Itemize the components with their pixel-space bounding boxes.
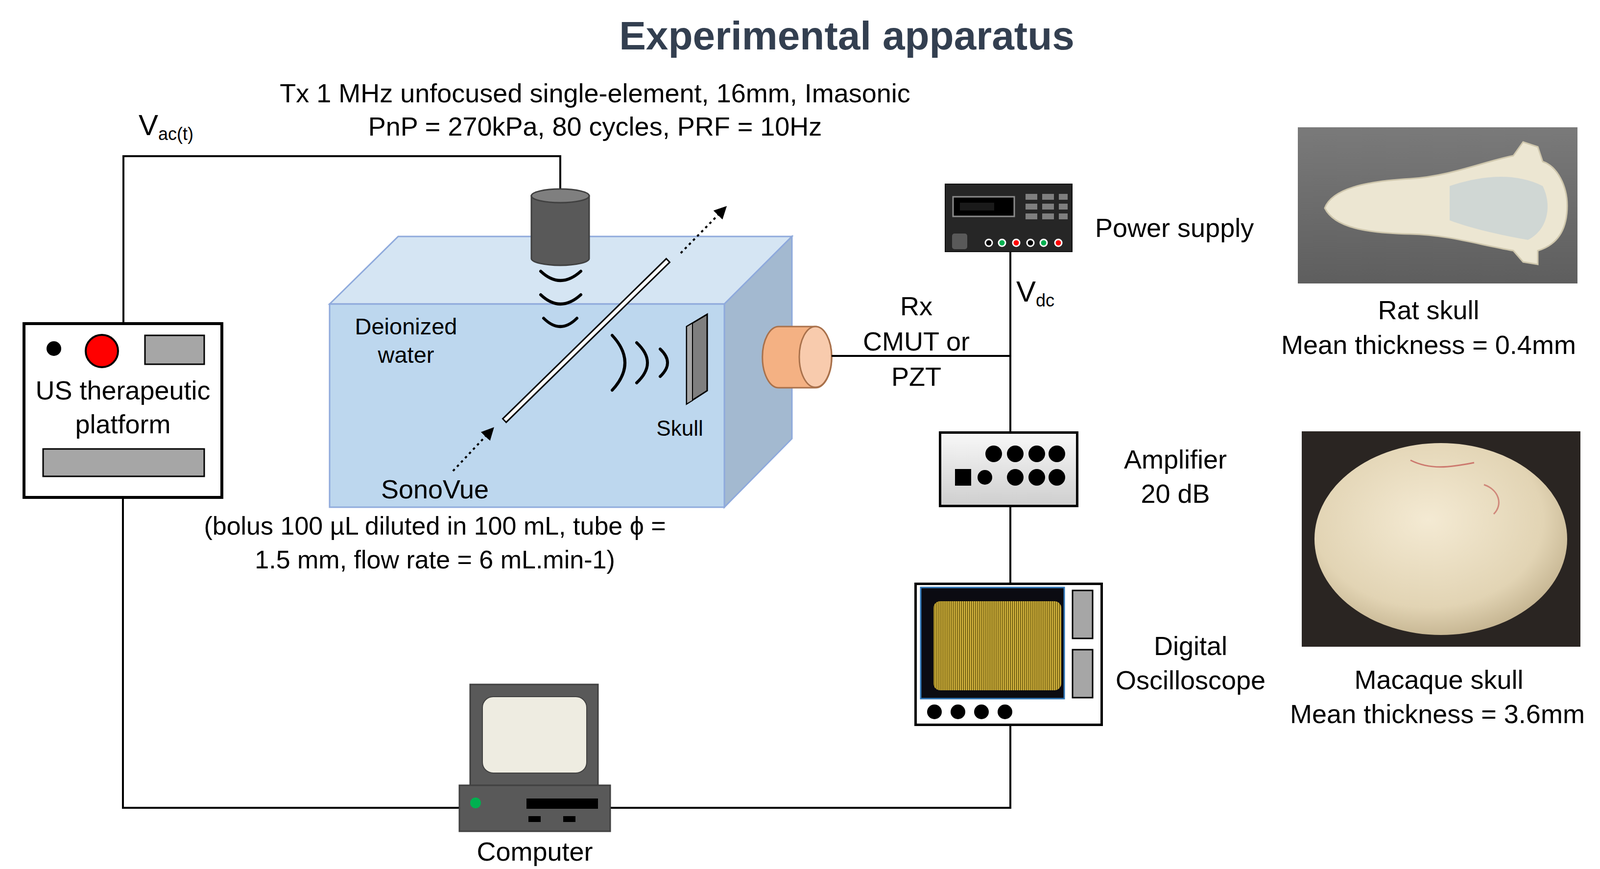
computer-shape [459, 684, 611, 832]
text-slot: SonoVue [381, 474, 489, 505]
water-tank: Deionized waterSkull [329, 236, 792, 508]
flow-arrow [453, 210, 723, 472]
text-slot: Rx CMUT or PZT [860, 288, 973, 395]
water-tank-shape [329, 236, 792, 508]
wire-connector [1009, 252, 1012, 432]
annotation-label: Vac(t) [138, 107, 194, 145]
text-slot: Mean thickness = 3.6mm [1289, 698, 1585, 730]
node-label: Digital Oscilloscope [1109, 628, 1272, 698]
wire-connector [610, 726, 1011, 809]
platform-controls [43, 334, 205, 477]
skull-plate-shape [685, 313, 709, 406]
oscilloscope: Digital Oscilloscope [914, 582, 1103, 727]
node-label: Deionized water [332, 312, 480, 370]
power-supply: Power supply [944, 183, 1073, 253]
amplifier: Amplifier 20 dB [938, 431, 1079, 508]
annotation-label: PnP = 270kPa, 80 cycles, PRF = 10Hz [368, 111, 823, 142]
wire-connector [1009, 507, 1012, 583]
macaque-skull-photo [1301, 431, 1581, 647]
annotation-label: Mean thickness = 3.6mm [1289, 698, 1585, 730]
text-slot: Skull [645, 416, 715, 441]
text-slot: Rat skull [1377, 294, 1480, 326]
power-supply-controls [952, 193, 1068, 250]
annotation-label: Rat skull [1377, 294, 1480, 326]
wire-connector [122, 499, 460, 809]
text-slot: Vdc [1016, 274, 1055, 311]
text-slot: Computer [436, 838, 633, 865]
text-slot: Power supply [1095, 212, 1254, 243]
diagram-title: Experimental apparatus [619, 12, 1075, 59]
tx-waves [540, 271, 581, 327]
text-slot: Tx 1 MHz unfocused single-element, 16mm,… [279, 77, 911, 109]
skull-plate: Skull [685, 313, 709, 406]
text-slot: PnP = 270kPa, 80 cycles, PRF = 10Hz [368, 111, 823, 142]
computer: Computer [459, 684, 611, 832]
annotation-label: Rx CMUT or PZT [860, 288, 973, 395]
tx-transducer [531, 189, 590, 266]
text-slot: US therapeutic platform [22, 373, 224, 442]
annotation-label: Mean thickness = 0.4mm [1281, 329, 1577, 360]
microbubble-tube [503, 260, 669, 422]
oscilloscope-screen [920, 587, 1093, 720]
text-slot: Amplifier 20 dB [1116, 442, 1235, 511]
amplifier-controls [955, 445, 1066, 486]
annotation-label: (bolus 100 µL diluted in 100 mL, tube ϕ … [187, 509, 683, 577]
platform-box: US therapeutic platform [22, 322, 224, 500]
text-slot: Digital Oscilloscope [1109, 628, 1272, 698]
node-label: Computer [436, 838, 633, 865]
text-slot: Deionized water [332, 312, 480, 370]
text-slot: Vac(t) [138, 107, 194, 145]
annotation-label: Macaque skull [1354, 664, 1524, 695]
annotation-label: SonoVue [381, 474, 489, 505]
skull-waves [612, 335, 668, 391]
text-slot: Mean thickness = 0.4mm [1281, 329, 1577, 360]
rx-transducer [762, 326, 833, 388]
node-label: Power supply [1095, 212, 1254, 243]
annotation-label: Vdc [1016, 274, 1055, 311]
text-slot: Macaque skull [1354, 664, 1524, 695]
node-label: Amplifier 20 dB [1116, 442, 1235, 511]
node-label: US therapeutic platform [22, 373, 224, 442]
rat-skull-photo [1297, 127, 1578, 284]
text-slot: Experimental apparatus [619, 12, 1075, 59]
signal-wire [123, 156, 561, 323]
text-slot: (bolus 100 µL diluted in 100 mL, tube ϕ … [187, 509, 683, 577]
annotation-label: Tx 1 MHz unfocused single-element, 16mm,… [279, 77, 911, 109]
node-label: Skull [645, 416, 715, 441]
